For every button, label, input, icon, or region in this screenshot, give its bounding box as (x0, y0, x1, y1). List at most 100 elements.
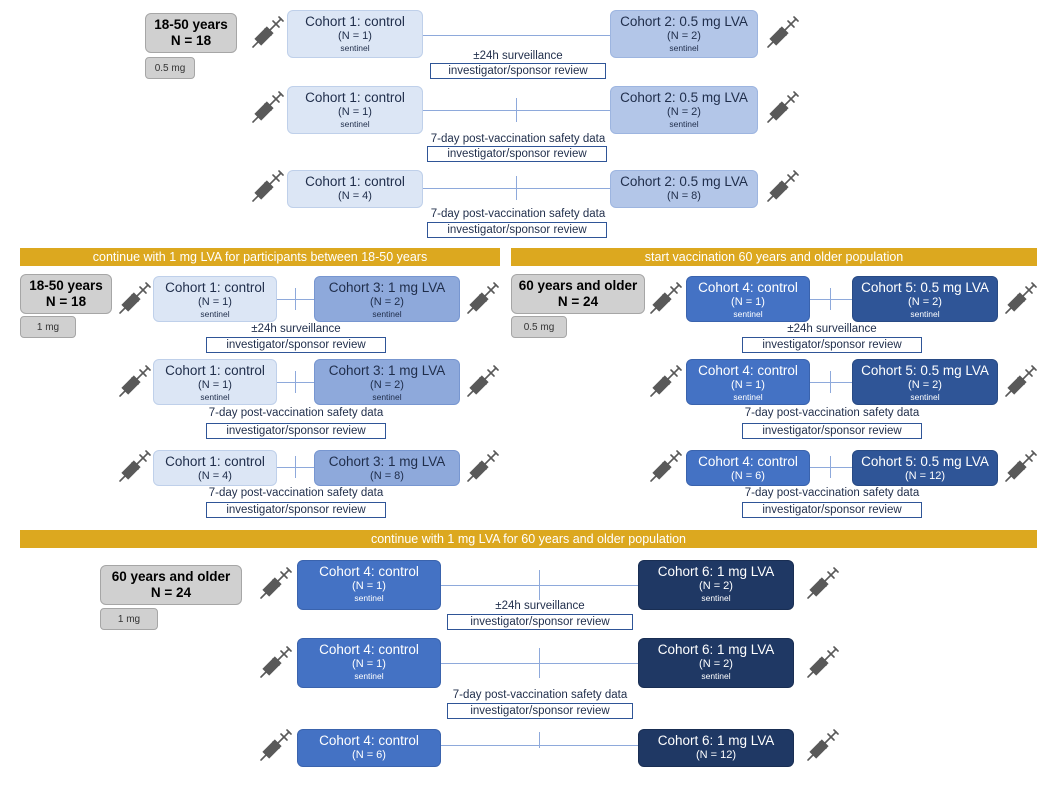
cohort-n: (N = 8) (667, 190, 701, 202)
cohort-box: Cohort 3: 1 mg LVA (N = 2) sentinel (314, 276, 460, 322)
divider-line (295, 456, 296, 478)
cohort-title: Cohort 5: 0.5 mg LVA (861, 280, 989, 295)
cohort-box: Cohort 6: 1 mg LVA (N = 2) sentinel (638, 560, 794, 610)
age-group-box: 60 years and older N = 24 (100, 565, 242, 605)
cohort-box: Cohort 4: control (N = 6) (686, 450, 810, 486)
syringe-icon (765, 170, 799, 204)
syringe-icon (258, 567, 292, 601)
cohort-box: Cohort 1: control (N = 1) sentinel (153, 359, 277, 405)
cohort-n: (N = 1) (198, 379, 232, 391)
cohort-title: Cohort 1: control (165, 454, 265, 469)
cohort-box: Cohort 5: 0.5 mg LVA (N = 12) (852, 450, 998, 486)
cohort-n: (N = 2) (370, 296, 404, 308)
syringe-icon (1003, 450, 1037, 484)
n-label: N = 24 (557, 294, 599, 309)
cohort-box: Cohort 4: control (N = 1) sentinel (297, 560, 441, 610)
syringe-icon (1003, 365, 1037, 399)
cohort-n: (N = 2) (667, 106, 701, 118)
cohort-n: (N = 6) (731, 470, 765, 482)
banner-continue-young: continue with 1 mg LVA for participants … (20, 248, 500, 266)
cohort-title: Cohort 4: control (319, 642, 419, 657)
syringe-icon (250, 170, 284, 204)
safety-label: 7-day post-vaccination safety data (208, 487, 384, 499)
cohort-box: Cohort 1: control (N = 4) (287, 170, 423, 208)
cohort-title: Cohort 2: 0.5 mg LVA (620, 14, 748, 29)
syringe-icon (258, 646, 292, 680)
cohort-title: Cohort 3: 1 mg LVA (328, 454, 446, 469)
sentinel-label: sentinel (340, 43, 370, 53)
safety-label: 7-day post-vaccination safety data (208, 407, 384, 419)
cohort-box: Cohort 2: 0.5 mg LVA (N = 2) sentinel (610, 86, 758, 134)
cohort-title: Cohort 5: 0.5 mg LVA (861, 454, 989, 469)
review-box: investigator/sponsor review (430, 63, 606, 79)
syringe-icon (805, 646, 839, 680)
cohort-n: (N = 2) (699, 658, 733, 670)
connector-line (810, 467, 852, 468)
cohort-box: Cohort 4: control (N = 1) sentinel (297, 638, 441, 688)
cohort-box: Cohort 2: 0.5 mg LVA (N = 8) (610, 170, 758, 208)
syringe-icon (765, 91, 799, 125)
cohort-box: Cohort 5: 0.5 mg LVA (N = 2) sentinel (852, 359, 998, 405)
syringe-icon (1003, 282, 1037, 316)
divider-line (830, 371, 831, 393)
review-box: investigator/sponsor review (742, 423, 922, 439)
cohort-n: (N = 4) (198, 470, 232, 482)
syringe-icon (805, 567, 839, 601)
cohort-box: Cohort 4: control (N = 1) sentinel (686, 276, 810, 322)
sentinel-label: sentinel (669, 43, 699, 53)
cohort-title: Cohort 1: control (165, 280, 265, 295)
review-box: investigator/sponsor review (206, 337, 386, 353)
safety-label: 7-day post-vaccination safety data (430, 133, 606, 145)
cohort-box: Cohort 6: 1 mg LVA (N = 2) sentinel (638, 638, 794, 688)
cohort-title: Cohort 1: control (165, 363, 265, 378)
age-label: 60 years and older (111, 569, 231, 584)
cohort-title: Cohort 1: control (305, 90, 405, 105)
syringe-icon (117, 282, 151, 316)
sentinel-label: sentinel (200, 392, 230, 402)
cohort-n: (N = 2) (699, 580, 733, 592)
cohort-box: Cohort 1: control (N = 4) (153, 450, 277, 486)
cohort-title: Cohort 4: control (319, 733, 419, 748)
review-box: investigator/sponsor review (206, 502, 386, 518)
divider-line (295, 288, 296, 310)
cohort-box: Cohort 4: control (N = 6) (297, 729, 441, 767)
divider-line (539, 648, 540, 678)
divider-line (830, 456, 831, 478)
sentinel-label: sentinel (372, 309, 402, 319)
cohort-n: (N = 4) (338, 190, 372, 202)
divider-line (295, 371, 296, 393)
cohort-title: Cohort 4: control (698, 280, 798, 295)
age-group-box: 18-50 years N = 18 (145, 13, 237, 53)
cohort-n: (N = 2) (667, 30, 701, 42)
cohort-n: (N = 12) (695, 749, 737, 761)
review-box: investigator/sponsor review (447, 703, 633, 719)
sentinel-label: sentinel (733, 309, 763, 319)
n-label: N = 18 (170, 33, 212, 48)
sentinel-label: sentinel (701, 593, 731, 603)
review-box: investigator/sponsor review (427, 222, 607, 238)
cohort-box: Cohort 1: control (N = 1) sentinel (153, 276, 277, 322)
sentinel-label: sentinel (354, 593, 384, 603)
cohort-box: Cohort 1: control (N = 1) sentinel (287, 10, 423, 58)
cohort-box: Cohort 3: 1 mg LVA (N = 8) (314, 450, 460, 486)
divider-line (516, 98, 517, 122)
age-label: 60 years and older (518, 278, 638, 293)
n-label: N = 24 (150, 585, 192, 600)
divider-line (830, 288, 831, 310)
sentinel-label: sentinel (372, 392, 402, 402)
syringe-icon (465, 282, 499, 316)
safety-label: 7-day post-vaccination safety data (452, 689, 628, 701)
sentinel-label: sentinel (669, 119, 699, 129)
review-box: investigator/sponsor review (427, 146, 607, 162)
age-group-box: 60 years and older N = 24 (511, 274, 645, 314)
connector-line (423, 35, 610, 36)
surveillance-label: ±24h surveillance (495, 600, 585, 612)
cohort-box: Cohort 1: control (N = 1) sentinel (287, 86, 423, 134)
syringe-icon (258, 729, 292, 763)
cohort-title: Cohort 4: control (698, 363, 798, 378)
cohort-title: Cohort 4: control (319, 564, 419, 579)
review-box: investigator/sponsor review (206, 423, 386, 439)
syringe-icon (465, 365, 499, 399)
divider-line (516, 176, 517, 200)
surveillance-label: ±24h surveillance (787, 323, 877, 335)
